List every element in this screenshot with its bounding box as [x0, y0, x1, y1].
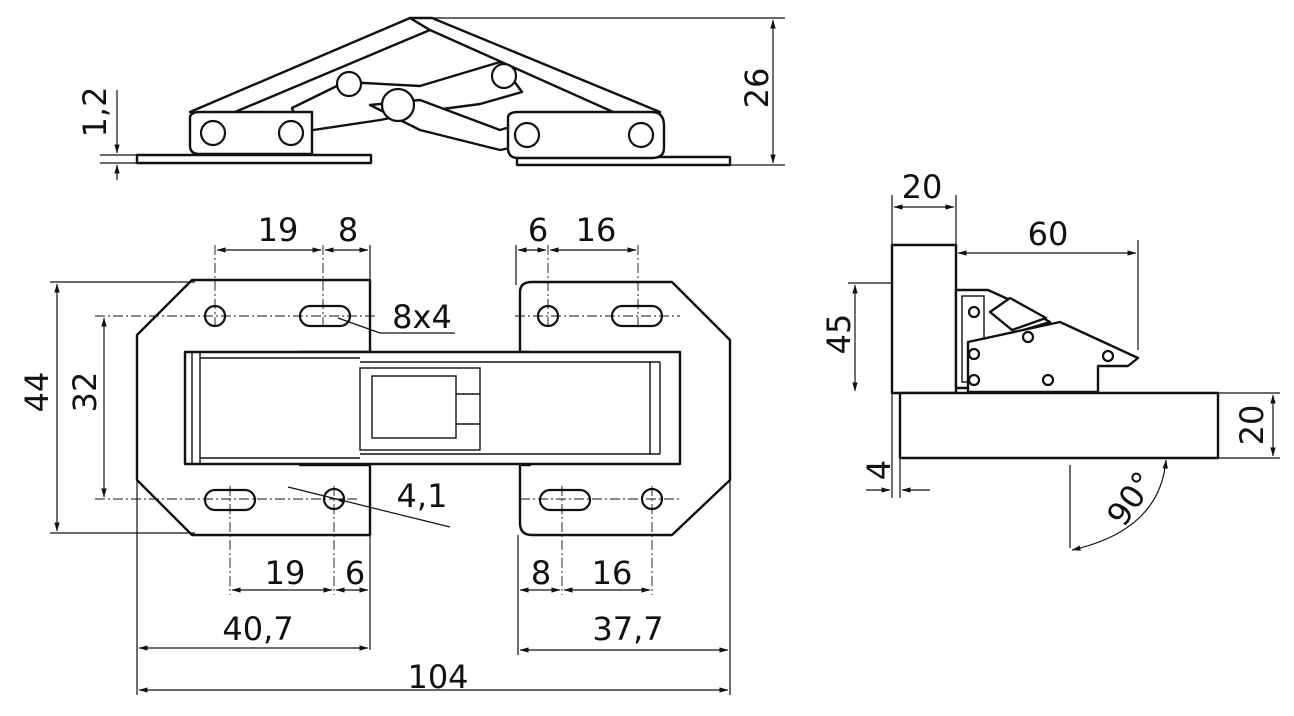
pivot-hole-icon [335, 70, 363, 98]
pivot-icon [1101, 349, 1115, 363]
dim-left-slot-width: 8 [338, 211, 358, 249]
pivot-icon [967, 305, 981, 319]
dim-left-top-spacing: 19 [258, 211, 299, 249]
pivot-hole-icon [199, 119, 227, 147]
hole-diameter-label: 4,1 [397, 477, 448, 515]
front-view: 19 8 8x4 6 16 44 32 4,1 19 6 8 16 [18, 211, 732, 696]
right-knuckle-block [506, 110, 666, 160]
central-body [183, 350, 682, 466]
side-view: 20 60 45 20 4 90° [820, 168, 1280, 551]
pivot-hole-icon [277, 119, 305, 147]
dim-left-bottom-spacing: 19 [265, 554, 306, 592]
pivot-hole-icon [490, 62, 518, 90]
pivot-hole-icon [627, 121, 655, 149]
top-view: 26 1,2 [76, 16, 785, 180]
dim-right-bottom-slot: 8 [531, 554, 551, 592]
dim-left-bottom-offset: 6 [345, 554, 365, 592]
dim-mount-height: 45 [820, 314, 858, 355]
dim-hole-spacing-vertical: 32 [66, 372, 104, 413]
dim-overall-width: 104 [407, 658, 468, 696]
dim-right-wing-width: 37,7 [592, 610, 663, 648]
dim-right-top-spacing: 16 [576, 211, 617, 249]
left-base-plate [135, 153, 373, 165]
dim-opening-angle: 90° [1099, 465, 1163, 533]
dim-opening-width: 60 [1028, 215, 1069, 253]
pivot-icon [1041, 373, 1055, 387]
dim-left-wing-width: 40,7 [222, 610, 293, 648]
slot-size-label: 8x4 [392, 298, 452, 336]
thickness-label: 1,2 [76, 87, 114, 138]
pivot-icon [1021, 330, 1035, 344]
hinge-arm-side [966, 320, 1140, 394]
pivot-hole-icon [513, 121, 541, 149]
hinge-link-side [988, 296, 1048, 332]
dim-gap: 4 [860, 460, 898, 480]
dim-overall-height: 44 [18, 372, 56, 413]
dim-side-offset: 20 [902, 168, 943, 206]
pivot-hole-icon [380, 87, 416, 123]
dim-right-top-offset: 6 [528, 211, 548, 249]
dim-right-bottom-spacing: 16 [592, 554, 633, 592]
cabinet-side-panel [890, 243, 958, 395]
dim-panel-thickness: 20 [1233, 405, 1271, 446]
pivot-icon [967, 373, 981, 387]
door-panel [898, 391, 1220, 460]
mounting-slot-icon [538, 488, 592, 512]
pivot-icon [967, 347, 981, 361]
height-26-label: 26 [738, 68, 776, 109]
